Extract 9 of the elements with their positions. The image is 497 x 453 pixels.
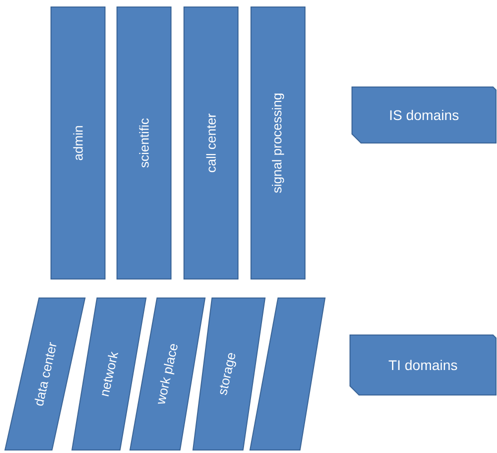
domain-bar: admin <box>50 6 106 280</box>
label-tab: IS domains <box>352 86 496 144</box>
domain-bar: scientific <box>116 6 172 280</box>
domain-bar: call center <box>184 6 238 280</box>
domain-bar: signal processing <box>250 6 306 280</box>
label-tab: TI domains <box>350 334 496 396</box>
node-label: network <box>102 351 118 396</box>
node-label: work place <box>158 344 178 404</box>
node-label: storage <box>220 353 236 396</box>
